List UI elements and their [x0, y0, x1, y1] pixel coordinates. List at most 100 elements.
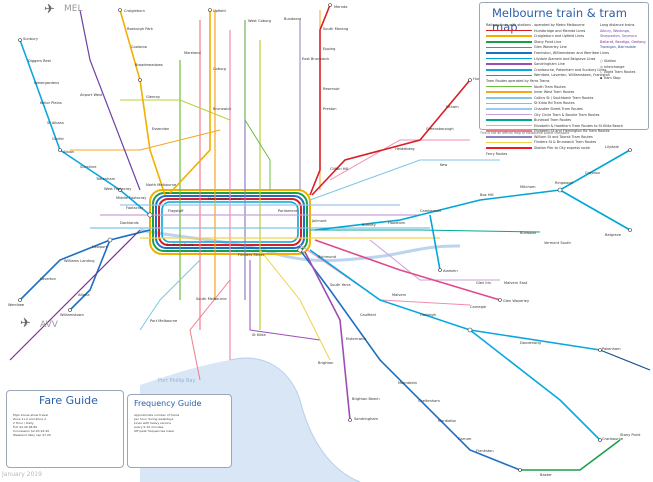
- station-label: Diggers Rest: [28, 59, 51, 63]
- station-label: Moorabbin: [398, 381, 417, 385]
- legend-heading: Railway lines with stations - operated b…: [486, 23, 585, 27]
- fare-guide-title: Fare Guide: [39, 394, 98, 407]
- station-label: Glenroy: [146, 95, 161, 99]
- station-label: Werribee: [8, 303, 25, 307]
- edition-date: January 2019: [2, 471, 42, 478]
- station-label: Upfield: [213, 9, 226, 13]
- station-label: Heidelberg: [395, 147, 415, 151]
- airplane-icon: ✈: [20, 316, 31, 331]
- station-label: Mernda: [334, 5, 348, 9]
- station-label: Altona: [78, 293, 90, 297]
- craigieburn-line: [119, 9, 166, 196]
- legend-item: Chandler Street Tram Routes: [486, 107, 623, 113]
- legend-item: Traralgon, Bairnsdale: [600, 45, 636, 50]
- station-label: Glen Waverley: [503, 299, 530, 303]
- station-label: Jolimont: [311, 219, 327, 223]
- sunbury-line: [19, 39, 151, 216]
- long-distance-west: [9, 229, 141, 361]
- station-label: Ginifer: [52, 137, 65, 141]
- station-label: Elsternwick: [346, 337, 367, 341]
- station-label: Belgrave: [605, 233, 622, 237]
- station-label: Caulfield: [360, 313, 376, 317]
- legend-item: Elizabeth St and Flemington Rd Tram Rout…: [486, 129, 623, 135]
- station-label: North Melbourne: [146, 183, 177, 187]
- station-label: Greensborough: [426, 127, 454, 131]
- night-tram-icon: ☾ Night Tram Routes: [600, 70, 636, 75]
- station-label: Glen Iris: [476, 281, 491, 285]
- station-label: West Coburg: [248, 19, 271, 23]
- legend-item: Station Pier to City express route: [486, 146, 623, 152]
- station-label: Baxter: [540, 473, 552, 477]
- station-label: Flagstaff: [168, 209, 184, 213]
- station-label: Roxburgh Park: [127, 27, 154, 31]
- legend-item: Inner West Tram Routes: [486, 90, 623, 96]
- legend-heading: Tram Routes operated by Yarra Trams: [486, 78, 550, 83]
- station-label: South Morang: [323, 27, 348, 31]
- legend-item: Lilydale Alamein and Belgrave Lines: [486, 57, 623, 63]
- legend-item: Craigieburn and Upfield Lines: [486, 34, 623, 40]
- legend-item: Albury, Wodonga, Shepparton, Seymour: [600, 28, 638, 39]
- station-label: Williamstown: [60, 313, 84, 317]
- legend-item: Glen Waverley Line: [486, 45, 623, 51]
- station-label: Croydon: [585, 171, 600, 175]
- station-label: Albion: [63, 150, 74, 154]
- station-label: Camberwell: [420, 209, 441, 213]
- station-label: Newport: [92, 245, 108, 249]
- sandringham-line: [304, 251, 351, 421]
- station-label: St Kilda: [252, 333, 266, 337]
- station-label: Carnegie: [470, 305, 487, 309]
- station-label: Mitcham: [520, 185, 536, 189]
- bay-shore: [229, 357, 361, 482]
- station-label: Essendon: [152, 127, 169, 131]
- airplane-icon: ✈: [44, 2, 55, 17]
- station-label: Mordialloc: [438, 419, 456, 423]
- legend-panel: Melbourne train & tram map Railway lines…: [479, 2, 649, 156]
- station-label: Preston: [323, 107, 336, 111]
- station-label: Frankston: [476, 449, 494, 453]
- legend-item: North Tram Routes: [486, 85, 623, 91]
- long-distance-east: [599, 349, 651, 371]
- station-label: Melbourne Central: [208, 197, 241, 201]
- station-label: Box Hill: [480, 193, 494, 197]
- station-label: Southern Cross: [166, 243, 193, 247]
- station-label: Carrum: [458, 437, 472, 441]
- station-label: Burwood: [520, 231, 536, 235]
- long-distance-north: [79, 9, 141, 191]
- station-label: Keilor Plains: [40, 101, 62, 105]
- hurstbridge-line: [311, 79, 471, 196]
- pakenham-line: [309, 249, 601, 351]
- station-label: Sunbury: [23, 37, 39, 41]
- station-label: South Yarra: [330, 283, 351, 287]
- station-label: Parliament: [278, 209, 298, 213]
- legend-heading: Long distance trains: [600, 23, 635, 27]
- station-label: Middle Footscray: [116, 196, 147, 200]
- station-label: Clifton Hill: [330, 167, 348, 171]
- station-label: Dandenong: [520, 341, 541, 345]
- station-label: Pakenham: [602, 347, 621, 351]
- station-label: Coburg: [213, 67, 226, 71]
- legend-item: Flinders St & Brunswick Tram Routes: [486, 140, 623, 146]
- cbd-tram-grid: [90, 10, 440, 360]
- station-label: Moreland: [184, 51, 201, 55]
- station-label: Vermont South: [544, 241, 571, 245]
- cranbourne-line: [469, 329, 601, 441]
- station-label: Airport West: [80, 93, 103, 97]
- frequency-guide-text: Approximate number of trains per hour du…: [134, 413, 180, 433]
- legend-item: Stony Point Line: [486, 40, 623, 46]
- station-label: Broadmeadows: [135, 63, 163, 67]
- station-label: Hawthorn: [388, 221, 405, 225]
- tram-stop-icon: ▪ Tram Stop: [600, 75, 621, 80]
- station-label: Docklands: [120, 221, 139, 225]
- williamstown-line: [69, 239, 111, 311]
- station-label: Laverton: [40, 277, 56, 281]
- frequency-guide-panel: Frequency Guide Approximate number of tr…: [127, 394, 232, 468]
- station-label: Lilydale: [605, 145, 620, 149]
- legend-item: Collins St / Southbank Tram Routes: [486, 96, 623, 102]
- station-label: West Footscray: [104, 187, 132, 191]
- station-label: East Brunswick: [302, 57, 330, 61]
- station-label: Flinders Street: [238, 253, 265, 257]
- station-label: Eltham: [446, 105, 459, 109]
- airport-code-mel: MEL: [64, 4, 83, 14]
- station-label: Alamein: [443, 269, 458, 273]
- legend-trains: Railway lines with stations - operated b…: [486, 23, 623, 157]
